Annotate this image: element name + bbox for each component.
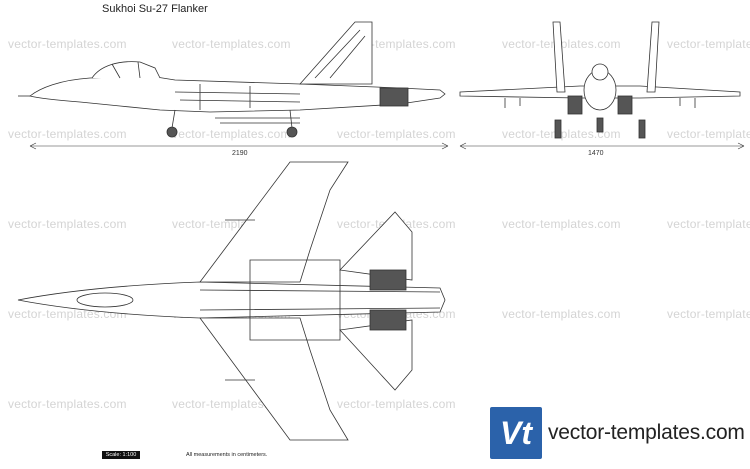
watermark: vector-templates.com <box>172 127 291 141</box>
watermark: vector-templates.com <box>8 37 127 51</box>
side-view <box>18 21 449 150</box>
watermark: vector-templates.com <box>172 37 291 51</box>
watermark: vector-templates.com <box>8 127 127 141</box>
front-view <box>459 21 745 150</box>
page-title: Sukhoi Su-27 Flanker <box>102 3 208 15</box>
measurement-note: All measurements in centimeters. <box>186 452 268 458</box>
watermark: vector-templates.com <box>8 217 127 231</box>
watermark: vector-templates.com <box>667 217 750 231</box>
watermark: vector-templates.com <box>337 127 456 141</box>
watermark: vector-templates.com <box>8 397 127 411</box>
logo-text[interactable]: vector-templates.com <box>548 421 745 444</box>
length-dimension: 2190 <box>232 150 248 157</box>
watermark: vector-templates.com <box>337 397 456 411</box>
watermark: vector-templates.com <box>502 217 621 231</box>
top-view <box>17 161 446 441</box>
watermark: vector-templates.com <box>502 307 621 321</box>
watermark: vector-templates.com <box>667 37 750 51</box>
span-dimension: 1470 <box>588 150 604 157</box>
scale-label: Scale: 1:100 <box>102 451 140 459</box>
watermark: vector-templates.com <box>667 307 750 321</box>
logo-icon[interactable]: Vt <box>490 407 542 459</box>
watermark: vector-templates.com <box>667 127 750 141</box>
